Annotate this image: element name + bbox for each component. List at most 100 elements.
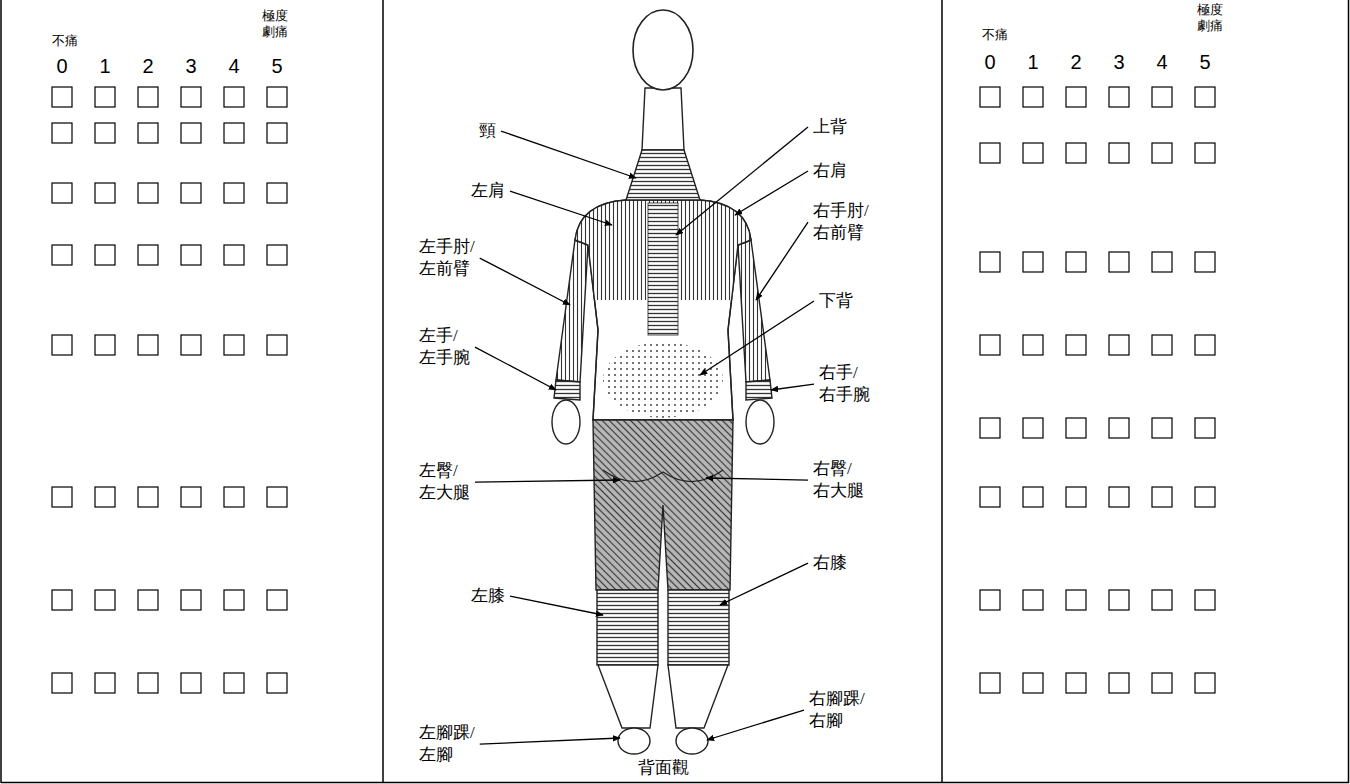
rating-checkbox [1152, 487, 1172, 507]
rating-checkbox [1066, 143, 1086, 163]
view-caption: 背面觀 [636, 758, 691, 778]
table-border [1, 782, 1349, 784]
rating-checkbox [52, 487, 72, 507]
scale-number: 1 [1027, 52, 1038, 72]
rating-checkbox [1066, 418, 1086, 438]
rating-checkbox [980, 673, 1000, 693]
body-part-label: 左膝 [470, 585, 506, 607]
leader-arrow [706, 478, 808, 480]
rating-checkbox [138, 487, 158, 507]
rating-checkbox [224, 123, 244, 143]
torso-outline [575, 200, 751, 420]
rating-checkbox [138, 673, 158, 693]
rating-checkbox [267, 87, 287, 107]
rating-checkbox [1066, 590, 1086, 610]
rating-checkbox [52, 590, 72, 610]
scale-number: 1 [99, 56, 110, 76]
upper-back-region [648, 203, 678, 335]
rating-checkbox [1195, 673, 1215, 693]
rating-checkbox [1066, 252, 1086, 272]
rating-checkbox [1023, 418, 1043, 438]
left-knee [597, 590, 658, 665]
rating-checkbox [52, 183, 72, 203]
rating-checkbox [1066, 487, 1086, 507]
table-border [0, 0, 2, 783]
head [633, 10, 693, 90]
rating-checkbox [1109, 143, 1129, 163]
rating-checkbox [52, 123, 72, 143]
right-lower-leg [668, 665, 728, 728]
rating-checkbox [1109, 590, 1129, 610]
rating-checkbox [52, 245, 72, 265]
body-part-label: 左肩 [470, 180, 506, 202]
rating-checkbox [95, 487, 115, 507]
hip-thigh-region [593, 420, 733, 590]
body-part-label: 左腳踝/ 左腳 [418, 722, 476, 766]
rating-checkbox [267, 590, 287, 610]
rating-checkbox [138, 590, 158, 610]
rating-checkbox [1195, 87, 1215, 107]
neck [642, 88, 684, 150]
rating-checkbox [980, 590, 1000, 610]
scale-label: 極度 劇痛 [1197, 2, 1223, 35]
rating-checkbox [1152, 335, 1172, 355]
rating-checkbox [181, 487, 201, 507]
rating-checkbox [138, 335, 158, 355]
table-border [382, 0, 384, 783]
table-border [941, 0, 943, 783]
scale-label: 極度 劇痛 [262, 8, 288, 41]
rating-checkbox [1109, 252, 1129, 272]
rating-checkbox [267, 487, 287, 507]
rating-checkbox [1109, 487, 1129, 507]
rating-checkbox [1109, 335, 1129, 355]
body-part-label: 右肩 [812, 160, 848, 182]
rating-checkbox [181, 87, 201, 107]
rating-checkbox [1066, 673, 1086, 693]
scale-number: 5 [271, 56, 282, 76]
scale-label: 不痛 [52, 33, 78, 49]
rating-checkbox [95, 673, 115, 693]
left-foot [618, 728, 650, 754]
rating-checkbox [1023, 87, 1043, 107]
rating-checkbox [1195, 487, 1215, 507]
leader-arrow [480, 258, 570, 305]
leader-arrow [707, 710, 804, 740]
rating-checkbox [267, 123, 287, 143]
scale-number: 3 [1113, 52, 1124, 72]
body-part-label: 右臀/ 右大腿 [812, 458, 865, 502]
rating-checkbox [224, 590, 244, 610]
rating-checkbox [1066, 335, 1086, 355]
leader-arrow [480, 738, 620, 744]
table-border [1348, 0, 1350, 783]
rating-checkbox [95, 335, 115, 355]
rating-checkbox [181, 123, 201, 143]
rating-checkbox [1066, 87, 1086, 107]
scale-label: 不痛 [982, 27, 1008, 43]
scale-number: 0 [984, 52, 995, 72]
rating-checkbox [181, 590, 201, 610]
body-part-label: 下背 [818, 290, 854, 312]
left-arm [556, 240, 588, 382]
right-knee [668, 590, 729, 665]
leader-arrow [501, 131, 636, 178]
rating-checkbox [1109, 673, 1129, 693]
body-part-label: 左手/ 左手腕 [418, 325, 471, 369]
buttock-line [603, 470, 723, 482]
rating-checkbox [980, 335, 1000, 355]
body-part-label: 右手/ 右手腕 [818, 362, 871, 406]
rating-checkbox [95, 245, 115, 265]
rating-checkbox [1195, 335, 1215, 355]
leader-arrow [475, 347, 556, 390]
body-part-label: 右腳踝/ 右腳 [808, 688, 866, 732]
left-wrist [554, 380, 580, 400]
rating-checkbox [1023, 252, 1043, 272]
leader-arrow [735, 171, 808, 215]
rating-checkbox [1195, 143, 1215, 163]
scale-number: 2 [1070, 52, 1081, 72]
rating-checkbox [267, 673, 287, 693]
rating-checkbox [1152, 143, 1172, 163]
body-part-label: 頸 [478, 120, 497, 142]
rating-checkbox [95, 183, 115, 203]
